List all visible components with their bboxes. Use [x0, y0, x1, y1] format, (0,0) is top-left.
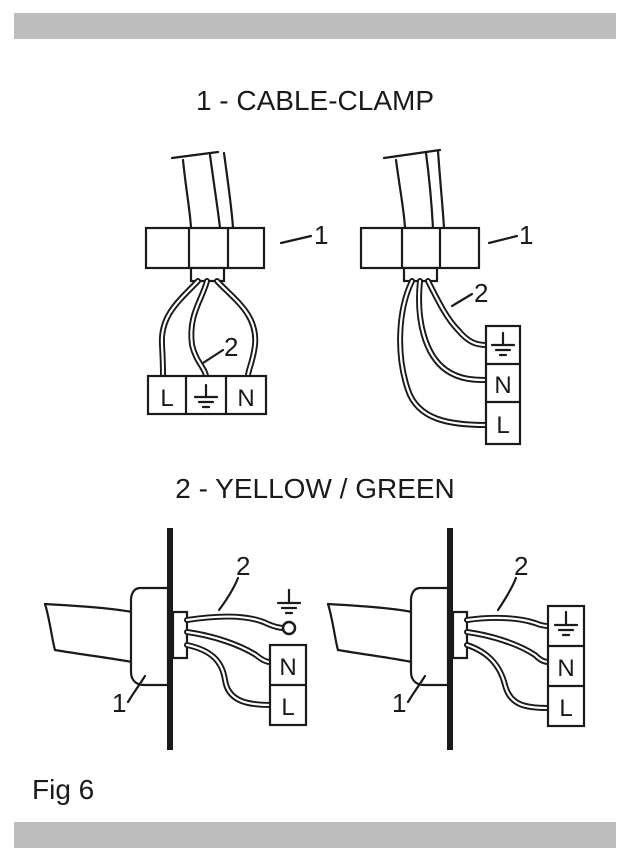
yellow-green-caption: 2 - YELLOW / GREEN — [175, 473, 455, 504]
callout-leader — [201, 348, 225, 365]
callout-leader — [279, 234, 313, 245]
callout-leader — [217, 576, 240, 612]
terminal-neutral-label: N — [237, 385, 254, 412]
terminal-neutral-label: N — [494, 372, 511, 399]
panel-bottom-left: N L 2 1 — [43, 528, 308, 750]
callout-leader — [496, 576, 518, 612]
callout-1: 1 — [392, 688, 406, 718]
terminal-live-label: L — [281, 694, 294, 721]
callout-1: 1 — [112, 688, 126, 718]
earth-ring-terminal — [281, 620, 297, 636]
terminal-block: L N — [146, 374, 268, 416]
callout-1: 1 — [519, 220, 533, 250]
panel-top-right: N L 1 2 — [359, 148, 533, 446]
callout-leader — [450, 292, 474, 308]
cable-clamp — [144, 226, 266, 283]
callout-2: 2 — [224, 332, 238, 362]
terminal-live-label: L — [160, 385, 173, 412]
terminal-live-label: L — [496, 412, 509, 439]
terminal-block: N L — [484, 324, 522, 446]
callout-leader — [487, 234, 519, 245]
callout-leader — [406, 674, 427, 704]
earth-ground-icon — [276, 588, 302, 615]
callout-2: 2 — [474, 278, 488, 308]
panel-top-left: L N 1 2 — [144, 150, 328, 416]
bottom-gray-band — [14, 822, 616, 848]
wires — [397, 278, 489, 428]
callout-leader — [126, 674, 147, 704]
terminal-live-label: L — [559, 695, 572, 722]
callout-2: 2 — [236, 551, 250, 581]
figure-label: Fig 6 — [32, 774, 94, 805]
cable-clamp-caption: 1 - CABLE-CLAMP — [196, 85, 434, 116]
callout-1: 1 — [314, 220, 328, 250]
callout-2: 2 — [514, 551, 528, 581]
cable-jacket — [170, 150, 235, 230]
terminal-block: N L — [268, 643, 308, 727]
cable-jacket — [43, 602, 134, 664]
cable-clamp — [129, 586, 189, 687]
wires — [184, 613, 287, 708]
earth-ground-icon — [490, 331, 516, 357]
cable-clamp — [409, 586, 469, 687]
terminal-neutral-label: N — [557, 655, 574, 682]
cable-jacket — [326, 602, 414, 664]
top-gray-band — [14, 13, 616, 39]
cable-jacket — [382, 148, 446, 230]
wires — [464, 614, 551, 711]
terminal-neutral-label: N — [279, 654, 296, 681]
cable-clamp — [359, 226, 481, 283]
earth-ground-icon — [553, 610, 579, 637]
terminal-block: N L — [546, 604, 586, 728]
earth-ground-icon — [193, 383, 219, 409]
wires — [158, 278, 259, 379]
panel-bottom-right: N L 2 1 — [326, 528, 586, 750]
